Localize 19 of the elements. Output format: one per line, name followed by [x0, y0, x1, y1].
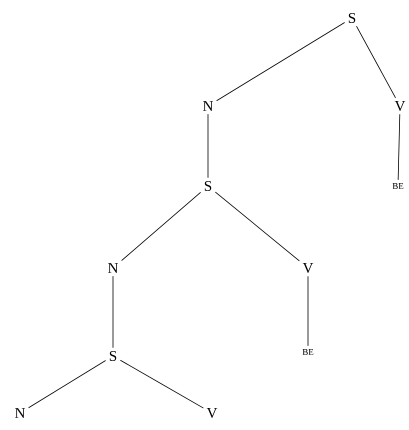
branch-line	[28, 360, 106, 408]
node-label: N	[203, 101, 214, 111]
node-label: S	[348, 12, 356, 24]
node-label: S	[110, 350, 116, 362]
branch-line	[112, 276, 114, 348]
branch-line	[121, 192, 202, 261]
branch-line	[398, 114, 400, 180]
node-label: BE	[392, 183, 404, 189]
node-label: N	[15, 408, 26, 418]
branch-line	[120, 360, 204, 408]
branch-line	[214, 192, 300, 262]
node-label: N	[108, 263, 118, 273]
node-label: V	[206, 408, 218, 418]
node-label: V	[394, 101, 406, 111]
node-label: S	[204, 180, 212, 192]
branch-line	[356, 26, 396, 98]
node-label: BE	[302, 349, 314, 355]
node-label: V	[302, 263, 314, 273]
branch-line	[216, 22, 346, 102]
